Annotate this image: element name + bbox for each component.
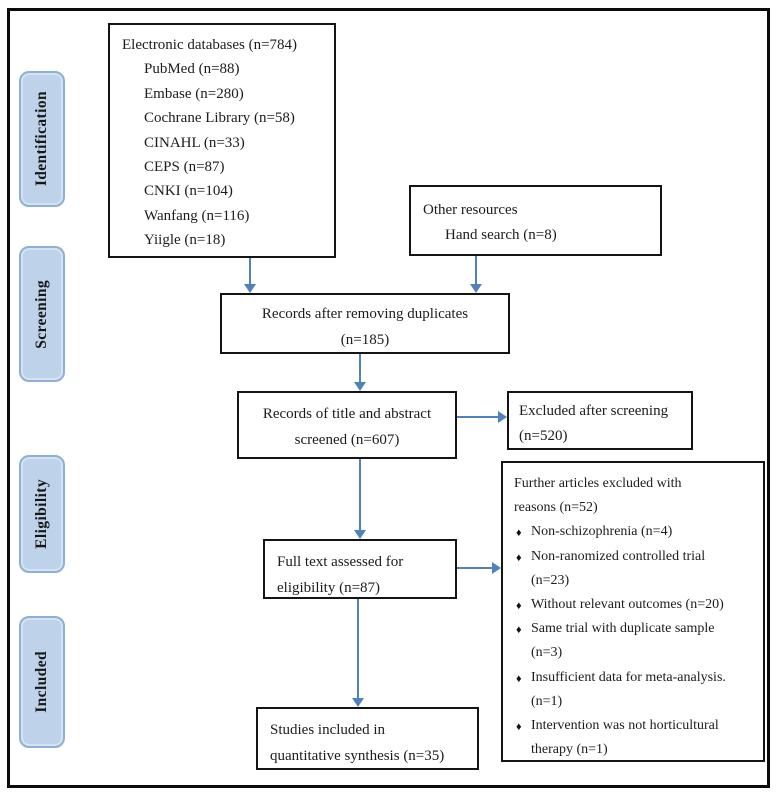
stage-screening: Screening: [19, 246, 65, 382]
diamond-bullet-icon: ♦: [516, 672, 522, 685]
stage-identification-label: Identification: [33, 91, 50, 187]
studies-included-line: Studies included in: [270, 722, 385, 738]
stage-included-label: Included: [33, 651, 50, 713]
diamond-bullet-icon: ♦: [516, 527, 522, 540]
reason-text: therapy (n=1): [531, 742, 608, 758]
database-item: Embase (n=280): [144, 85, 244, 102]
database-item: CINAHL (n=33): [144, 134, 245, 151]
exclusion-reason: ♦ Same trial with duplicate sample (n=3): [514, 617, 755, 665]
stage-eligibility: Eligibility: [19, 455, 65, 573]
other-resources-title: Other resources: [423, 202, 518, 218]
reason-text: Same trial with duplicate sample: [531, 621, 715, 637]
database-item: CEPS (n=87): [144, 159, 225, 176]
reason-text: Non-ranomized controlled trial: [531, 548, 706, 564]
exclusion-reason: ♦ Insufficient data for meta-analysis. (…: [514, 666, 755, 714]
reason-text: (n=1): [531, 693, 563, 709]
excluded-screening-count: (n=520): [519, 428, 568, 444]
down-arrow-icon: [470, 256, 482, 293]
exclusion-reason: ♦ Non-schizophrenia (n=4): [514, 520, 755, 544]
stage-screening-label: Screening: [33, 279, 50, 349]
reason-text: Without relevant outcomes (n=20): [531, 597, 724, 613]
records-after-duplicates-count: (n=185): [340, 332, 390, 348]
box-studies-included: Studies included in quantitative synthes…: [256, 707, 479, 770]
reason-text: Non-schizophrenia (n=4): [531, 524, 673, 540]
down-arrow-icon: [354, 354, 366, 391]
stage-eligibility-label: Eligibility: [33, 479, 50, 549]
further-excluded-heading: Further articles excluded with: [514, 476, 682, 491]
exclusion-reason: ♦ Without relevant outcomes (n=20): [514, 593, 755, 617]
stage-identification: Identification: [19, 71, 65, 207]
box-other-resources: Other resources Hand search (n=8): [409, 185, 662, 256]
title-abstract-line: Records of title and abstract: [262, 406, 432, 422]
studies-included-count: quantitative synthesis (n=35): [270, 748, 445, 764]
database-item: Yiigle (n=18): [144, 232, 226, 249]
diamond-bullet-icon: ♦: [516, 721, 522, 734]
reason-text: (n=3): [531, 645, 563, 661]
down-arrow-icon: [354, 459, 366, 539]
database-item: Wanfang (n=116): [144, 207, 250, 224]
further-excluded-heading-count: reasons (n=52): [514, 500, 598, 516]
box-excluded-after-screening: Excluded after screening (n=520): [507, 391, 693, 450]
database-item: CNKI (n=104): [144, 183, 233, 200]
box-further-excluded: Further articles excluded with reasons (…: [501, 461, 765, 762]
stage-included: Included: [19, 616, 65, 748]
diamond-bullet-icon: ♦: [516, 551, 522, 564]
box-electronic-databases: Electronic databases (n=784) PubMed (n=8…: [108, 23, 336, 258]
exclusion-reason: ♦ Non-ranomized controlled trial (n=23): [514, 545, 755, 593]
excluded-screening-line: Excluded after screening: [519, 403, 669, 419]
database-item: PubMed (n=88): [144, 61, 240, 78]
exclusion-reason-list: ♦ Non-schizophrenia (n=4) ♦ Non-ranomize…: [514, 520, 755, 762]
other-resources-item: Hand search (n=8): [445, 227, 557, 243]
records-after-duplicates-line: Records after removing duplicates: [261, 306, 469, 322]
electronic-databases-title: Electronic databases (n=784): [122, 37, 298, 53]
diamond-bullet-icon: ♦: [516, 600, 522, 613]
right-arrow-icon: [457, 562, 501, 574]
box-full-text-assessed: Full text assessed for eligibility (n=87…: [263, 539, 457, 599]
full-text-line: Full text assessed for: [277, 554, 404, 570]
title-abstract-count: screened (n=607): [294, 432, 400, 448]
reason-text: Insufficient data for meta-analysis.: [531, 669, 726, 685]
down-arrow-icon: [352, 599, 364, 707]
box-records-after-duplicates: Records after removing duplicates (n=185…: [220, 293, 510, 354]
reason-text: (n=23): [531, 572, 570, 588]
exclusion-reason: ♦ Intervention was not horticultural the…: [514, 714, 755, 762]
reason-text: Intervention was not horticultural: [531, 718, 719, 734]
database-item: Cochrane Library (n=58): [144, 110, 295, 127]
down-arrow-icon: [244, 258, 256, 293]
right-arrow-icon: [457, 411, 507, 423]
box-title-abstract-screened: Records of title and abstract screened (…: [237, 391, 457, 459]
full-text-count: eligibility (n=87): [277, 580, 381, 596]
diamond-bullet-icon: ♦: [516, 624, 522, 637]
